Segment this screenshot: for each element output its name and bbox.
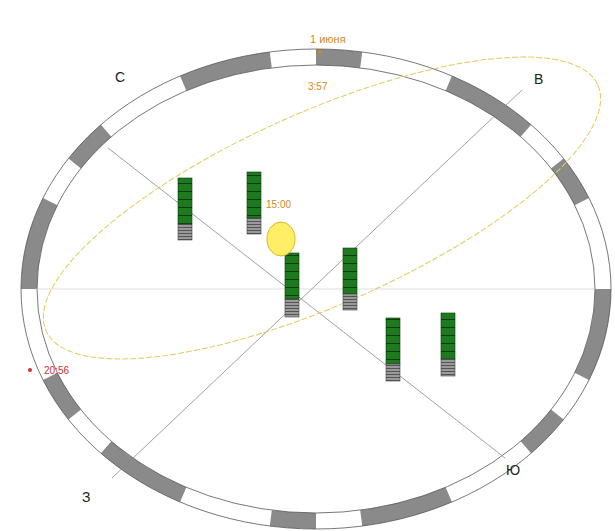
current-time: 15:00 [266, 200, 291, 210]
east-west-axis [112, 90, 522, 478]
grid-line [35, 289, 597, 290]
horizon-ring-segments [29, 57, 603, 521]
sun-symbol [267, 222, 295, 256]
sunrise-time: 3:57 [308, 82, 327, 92]
horizon-ring [29, 57, 603, 521]
buildings [178, 172, 455, 381]
north-south-axis [108, 148, 505, 458]
compass-west: З [82, 490, 90, 504]
date-label: 1 июня [310, 34, 346, 45]
compass-north: С [115, 70, 125, 84]
compass-south: Ю [506, 463, 520, 477]
sun-path-dot [28, 368, 32, 372]
sun-path [7, 0, 615, 419]
sunset-time: 20:56 [44, 366, 69, 376]
sun-path-dot [318, 50, 322, 54]
compass-east: В [534, 72, 543, 86]
horizon-outer [21, 49, 611, 529]
